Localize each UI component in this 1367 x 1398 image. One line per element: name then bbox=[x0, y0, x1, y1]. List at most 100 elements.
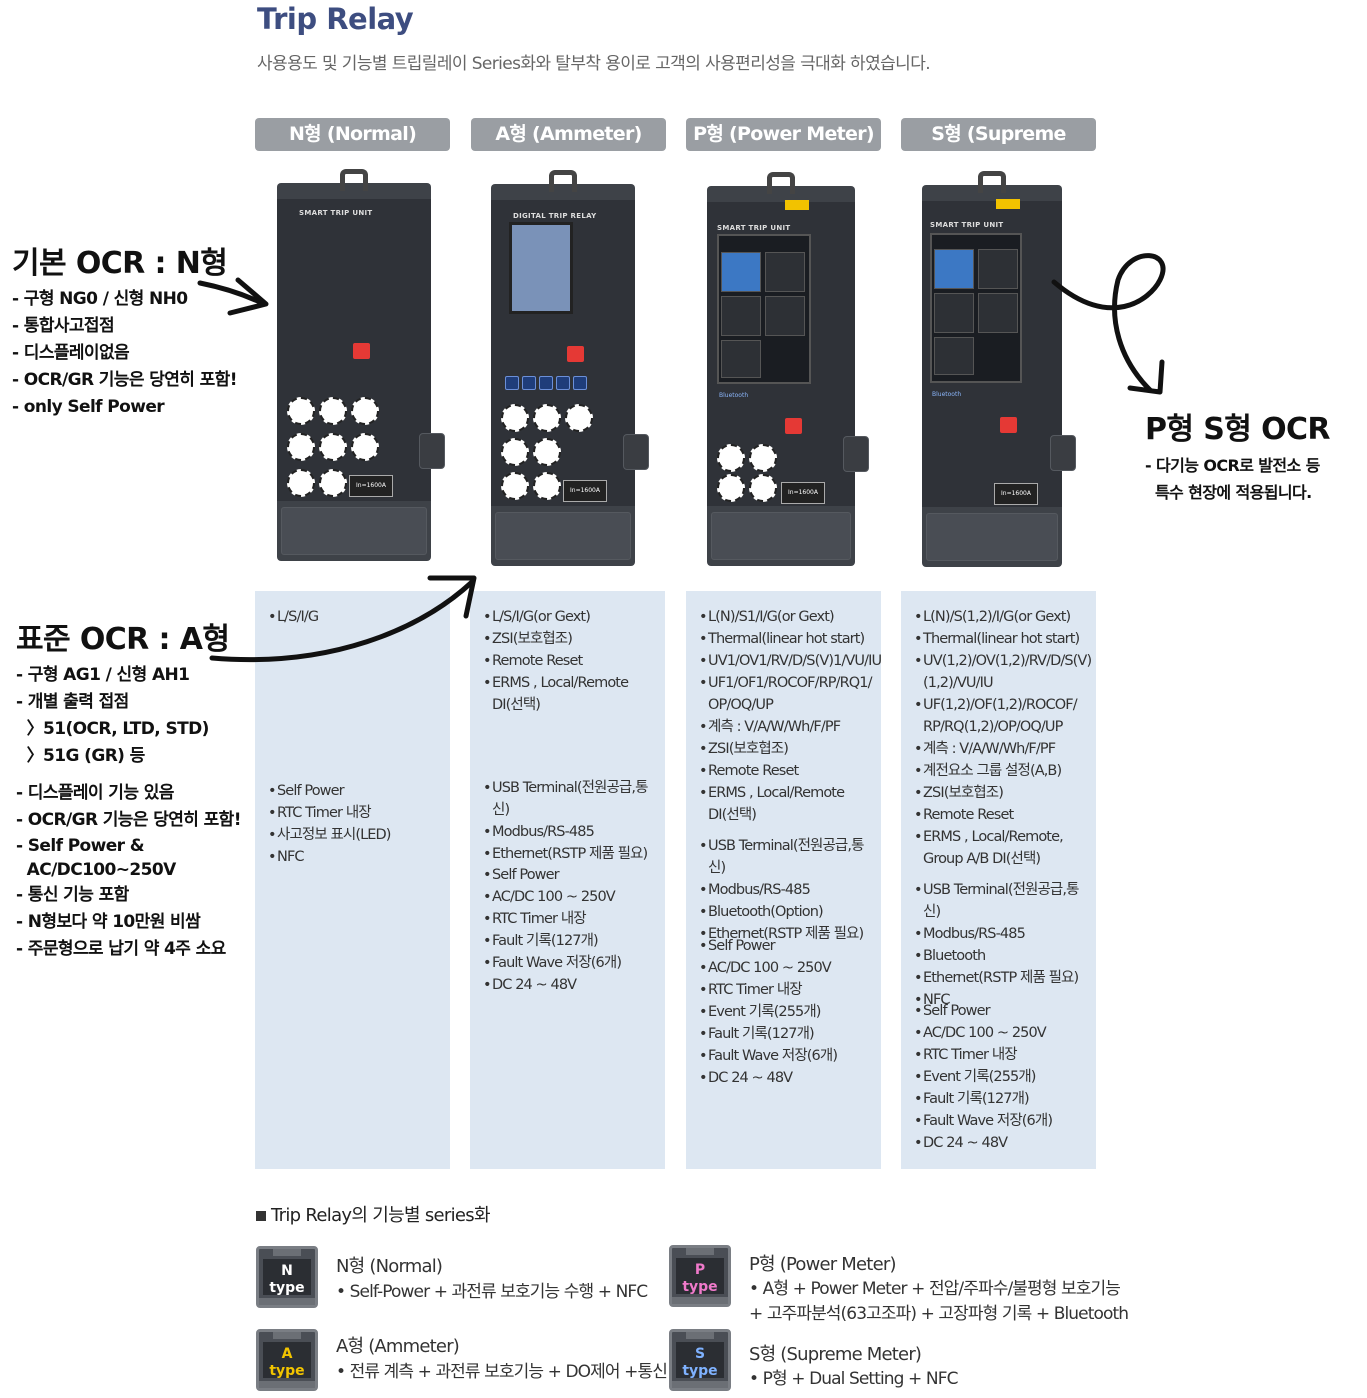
feature-group-power: Self Power AC/DC 100 ~ 250V RTC Timer 내장… bbox=[699, 935, 877, 1089]
note-item: - only Self Power bbox=[12, 397, 165, 417]
feature-group-comm: USB Terminal(전원공급,통신) Modbus/RS-485 Blue… bbox=[699, 835, 877, 945]
feature-item: DC 24 ~ 48V bbox=[483, 974, 661, 996]
features-s-type: L(N)/S(1,2)/I/G(or Gext) Thermal(linear … bbox=[901, 591, 1096, 1169]
icon-word: type bbox=[682, 1363, 718, 1379]
features-a-type: L/S/I/G(or Gext) ZSI(보호협조) Remote Reset … bbox=[470, 591, 665, 1169]
menu-button bbox=[505, 376, 519, 390]
note-item: 〉51(OCR, LTD, STD) bbox=[16, 719, 210, 739]
p-type-icon: P type bbox=[669, 1245, 731, 1307]
device-hook bbox=[978, 171, 1006, 193]
feature-item: Fault Wave 저장(6개) bbox=[914, 1110, 1092, 1132]
note-item: 〉51G (GR) 등 bbox=[16, 746, 146, 766]
feature-item: Modbus/RS-485 bbox=[483, 821, 661, 843]
setting-dial bbox=[351, 397, 379, 425]
note-item: - 구형 AG1 / 신형 AH1 bbox=[16, 665, 190, 685]
tab-p-type: P형 (Power Meter) bbox=[686, 118, 881, 151]
device-a-type: DIGITAL TRIP RELAY In=1600A bbox=[491, 170, 649, 566]
feature-group-protection: L/S/I/G(or Gext) ZSI(보호협조) Remote Reset … bbox=[483, 606, 661, 716]
note-item: 특수 현장에 적용됩니다. bbox=[1145, 483, 1312, 502]
series-desc-line: + 고주파분석(63고조파) + 고장파형 기록 + Bluetooth bbox=[749, 1304, 1129, 1324]
note-item: - 통합사고접점 bbox=[12, 316, 115, 336]
feature-item: Self Power bbox=[483, 864, 661, 886]
series-section-title: Trip Relay의 기능별 series화 bbox=[256, 1201, 491, 1227]
feature-item: Self Power bbox=[699, 935, 877, 957]
events-tile bbox=[765, 296, 805, 336]
icon-top-strip bbox=[273, 1249, 301, 1256]
side-latch bbox=[843, 436, 869, 472]
feature-item: Event 기록(255개) bbox=[914, 1066, 1092, 1088]
feature-item: Thermal(linear hot start) bbox=[914, 628, 1092, 650]
feature-item: AC/DC 100 ~ 250V bbox=[483, 886, 661, 908]
feature-group-protection: L(N)/S(1,2)/I/G(or Gext) Thermal(linear … bbox=[914, 606, 1092, 870]
feature-item: Self Power bbox=[268, 780, 446, 802]
device-label: SMART TRIP UNIT bbox=[299, 209, 373, 217]
series-desc-s: • P형 + Dual Setting + NFC bbox=[749, 1369, 958, 1389]
feature-item: UF1/OF1/ROCOF/RP/RQ1/ OP/OQ/UP bbox=[699, 672, 877, 716]
reset-button bbox=[1000, 417, 1017, 433]
feature-item: Modbus/RS-485 bbox=[914, 923, 1092, 945]
feature-item: DC 24 ~ 48V bbox=[914, 1132, 1092, 1154]
bluetooth-label: Bluetooth bbox=[719, 392, 749, 399]
series-name-s: S형 (Supreme Meter) bbox=[749, 1344, 922, 1365]
note-title: 표준 OCR : A형 bbox=[16, 622, 230, 657]
feature-group-comm: USB Terminal(전원공급,통신) Modbus/RS-485 Blue… bbox=[914, 879, 1092, 1011]
feature-item: ERMS , Local/Remote DI(선택) bbox=[483, 672, 661, 716]
feature-item: Self Power bbox=[914, 1000, 1092, 1022]
feature-item: 사고정보 표시(LED) bbox=[268, 824, 446, 846]
feature-item: Fault Wave 저장(6개) bbox=[699, 1045, 877, 1067]
feature-item: 계측 : V/A/W/Wh/F/PF bbox=[699, 716, 877, 738]
lcd-display bbox=[509, 222, 573, 314]
feature-item: UV(1,2)/OV(1,2)/RV/D/S(V) (1,2)/VU/IU bbox=[914, 650, 1092, 694]
series-name-a: A형 (Ammeter) bbox=[336, 1336, 460, 1357]
events-tile bbox=[978, 293, 1018, 333]
feature-item: Thermal(linear hot start) bbox=[699, 628, 877, 650]
note-item: - N형보다 약 10만원 비쌈 bbox=[16, 912, 201, 932]
setting-dial bbox=[287, 397, 315, 425]
feature-item: USB Terminal(전원공급,통신) bbox=[914, 879, 1092, 923]
feature-item: Fault Wave 저장(6개) bbox=[483, 952, 661, 974]
feature-item: AC/DC 100 ~ 250V bbox=[914, 1022, 1092, 1044]
device-hook bbox=[549, 170, 577, 192]
feature-item: 계측 : V/A/W/Wh/F/PF bbox=[914, 738, 1092, 760]
setting-dial bbox=[749, 444, 777, 472]
n-type-icon: N type bbox=[256, 1246, 318, 1308]
note-item: - 디스플레이없음 bbox=[12, 343, 130, 363]
setting-dial bbox=[533, 438, 561, 466]
note-item: - Self Power & bbox=[16, 836, 145, 856]
feature-item: Remote Reset bbox=[483, 650, 661, 672]
feature-group-protection: L(N)/S1/I/G(or Gext) Thermal(linear hot … bbox=[699, 606, 882, 826]
measurement-tile bbox=[934, 293, 974, 333]
feature-group-power: Self Power AC/DC 100 ~ 250V RTC Timer 내장… bbox=[483, 864, 661, 996]
feature-item: ZSI(보호협조) bbox=[699, 738, 877, 760]
enter-button bbox=[573, 376, 587, 390]
reset-button bbox=[353, 343, 370, 359]
side-latch bbox=[623, 434, 649, 470]
feature-item: AC/DC 100 ~ 250V bbox=[699, 957, 877, 979]
up-button bbox=[539, 376, 553, 390]
feature-item: RTC Timer 내장 bbox=[914, 1044, 1092, 1066]
bullet-square-icon bbox=[256, 1211, 266, 1221]
note-title: P형 S형 OCR bbox=[1145, 412, 1331, 447]
feature-item: Event 기록(255개) bbox=[699, 1001, 877, 1023]
icon-bottom-strip bbox=[259, 1298, 315, 1305]
device-p-type: SMART TRIP UNIT Bluetooth In=1600A bbox=[707, 172, 869, 566]
device-s-type: SMART TRIP UNIT Bluetooth In=1600A bbox=[922, 171, 1076, 567]
feature-group-comm: USB Terminal(전원공급,통신) Modbus/RS-485 Ethe… bbox=[483, 777, 661, 865]
icon-top-strip bbox=[686, 1332, 714, 1339]
feature-item: UV1/OV1/RV/D/S(V)1/VU/IU bbox=[699, 650, 882, 672]
note-item: - 개별 출력 접점 bbox=[16, 692, 129, 712]
rating-badge: In=1600A bbox=[994, 483, 1038, 505]
feature-item: Fault 기록(127개) bbox=[483, 930, 661, 952]
feature-item: ERMS , Local/Remote DI(선택) bbox=[699, 782, 877, 826]
feature-item: L(N)/S(1,2)/I/G(or Gext) bbox=[914, 606, 1092, 628]
series-name-p: P형 (Power Meter) bbox=[749, 1254, 896, 1275]
series-title-text: Trip Relay의 기능별 series화 bbox=[271, 1205, 491, 1226]
page-title: Trip Relay bbox=[257, 2, 414, 36]
feature-item: Bluetooth(Option) bbox=[699, 901, 877, 923]
series-desc-a: • 전류 계측 + 과전류 보호기능 + DO제어 +통신 bbox=[336, 1362, 668, 1382]
feature-item: NFC bbox=[268, 846, 446, 868]
device-label: SMART TRIP UNIT bbox=[930, 221, 1004, 229]
reset-button bbox=[785, 418, 802, 434]
feature-item: USB Terminal(전원공급,통신) bbox=[699, 835, 877, 879]
